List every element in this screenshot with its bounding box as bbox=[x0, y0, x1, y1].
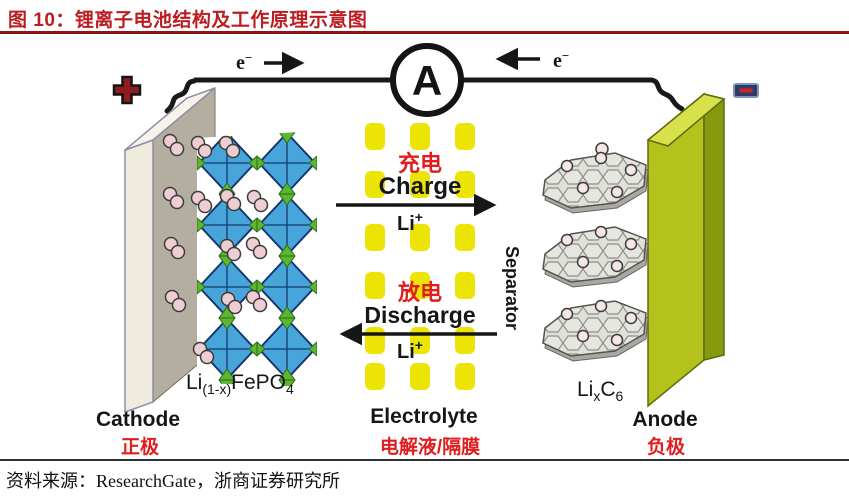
anode-slab-top-face bbox=[646, 93, 726, 147]
ammeter-icon bbox=[390, 43, 464, 117]
anode-slab-side-face bbox=[703, 93, 725, 361]
anode-formula: LixC6 bbox=[577, 378, 624, 404]
external-circuit: A e− e− bbox=[112, 43, 759, 117]
electrolyte-labels: Electrolyte 电解液/隔膜 bbox=[370, 405, 480, 458]
electron-label-right: e− bbox=[553, 48, 569, 72]
electrolyte-label-en: Electrolyte bbox=[370, 405, 477, 428]
wire-squiggle-left bbox=[164, 78, 197, 114]
discharge-label-zh: 放电 bbox=[397, 280, 442, 305]
wire-squiggle-right bbox=[648, 77, 685, 112]
plus-terminal-icon bbox=[112, 75, 142, 105]
source-line: 资料来源：ResearchGate，浙商证券研究所 bbox=[6, 471, 340, 491]
ammeter-label: A bbox=[412, 57, 442, 104]
discharge-ion-label: Li+ bbox=[397, 337, 423, 363]
figure-title: 图 10：锂离子电池结构及工作原理示意图 bbox=[8, 10, 368, 31]
anode-label-en: Anode bbox=[632, 408, 697, 431]
electrolyte-label-zh: 电解液/隔膜 bbox=[380, 435, 480, 458]
cathode-slab-front-face bbox=[124, 138, 154, 414]
electron-label-left: e− bbox=[236, 50, 252, 74]
cathode-label-en: Cathode bbox=[96, 408, 180, 431]
graphite-sheets bbox=[542, 142, 649, 362]
cathode-formula: Li(1-x)FePO4 bbox=[186, 371, 294, 397]
cathode-label-zh: 正极 bbox=[121, 435, 160, 458]
charge-label-zh: 充电 bbox=[398, 151, 442, 176]
footer-divider bbox=[0, 459, 849, 461]
charge-label-en: Charge bbox=[379, 173, 462, 200]
cathode-crystal-lattice bbox=[197, 131, 317, 387]
title-underline-divider bbox=[0, 31, 849, 34]
discharge-annotation: 放电 Discharge Li+ bbox=[339, 280, 497, 363]
cathode-electrode: Li(1-x)FePO4 Cathode 正极 bbox=[96, 86, 317, 458]
cathode-slab-top-face bbox=[124, 87, 216, 151]
charge-ion-label: Li+ bbox=[397, 209, 423, 235]
minus-terminal-icon bbox=[733, 83, 759, 98]
anode-electrode: LixC6 Anode 负极 bbox=[542, 92, 726, 458]
anode-label-zh: 负极 bbox=[647, 435, 686, 458]
separator-label: Separator bbox=[502, 246, 522, 330]
discharge-label-en: Discharge bbox=[364, 302, 475, 328]
charge-annotation: 充电 Charge Li+ bbox=[336, 151, 497, 235]
